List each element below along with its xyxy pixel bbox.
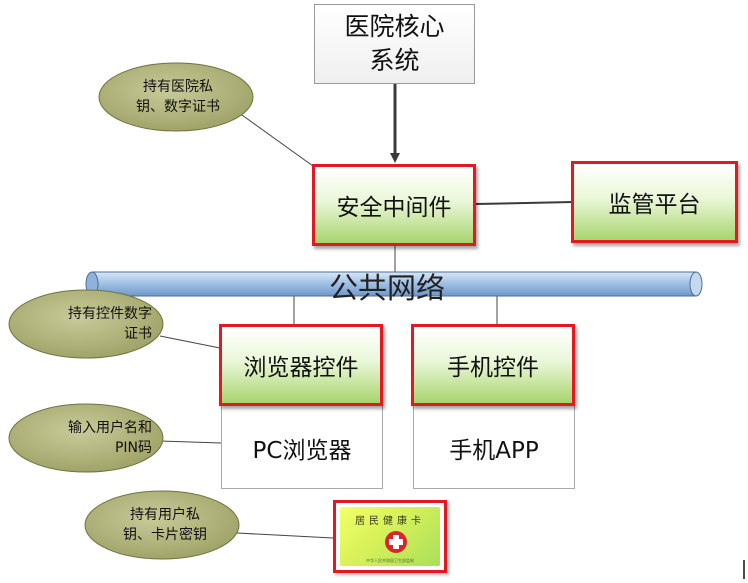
supervision-platform-box: 监管平台	[571, 161, 738, 243]
leader-plugin-cert	[159, 335, 221, 349]
note-bubble-plugin-cert	[8, 289, 164, 359]
health-card-face: 居民健康卡 中华人民共和国卫生部监制	[340, 507, 440, 566]
hospital-core-system-box: 医院核心 系统	[314, 4, 475, 84]
pc-browser-box: PC浏览器	[221, 405, 383, 489]
leader-card-keys	[236, 532, 334, 539]
note-card-keys: 持有用户私 钥、卡片密钥	[123, 507, 207, 543]
public-network-label: 公共网络	[329, 271, 446, 305]
health-card-footer: 中华人民共和国卫生部监制	[366, 558, 414, 563]
browser-plugin-box: 浏览器控件	[219, 324, 383, 406]
health-card-title: 居民健康卡	[355, 516, 425, 527]
leader-hospital-keys	[234, 109, 314, 167]
connector-middleware-supervision	[475, 201, 574, 205]
security-middleware-box: 安全中间件	[312, 164, 476, 246]
note-bubble-user-pin	[8, 403, 164, 473]
public-network-pipe	[85, 271, 703, 297]
mobile-plugin-box: 手机控件	[411, 324, 575, 406]
mobile-app-box: 手机APP	[413, 405, 575, 489]
red-cross-bar-vertical	[393, 535, 399, 549]
note-plugin-cert: 持有控件数字 证书	[68, 306, 152, 342]
red-cross-icon	[385, 531, 407, 553]
note-user-pin: 输入用户名和 PIN码	[68, 420, 152, 456]
resident-health-card: 居民健康卡 中华人民共和国卫生部监制	[333, 500, 447, 573]
note-hospital-keys: 持有医院私 钥、数字证书	[136, 79, 220, 115]
note-bubble-card-keys	[84, 490, 240, 560]
note-bubble-hospital-keys	[98, 62, 254, 132]
leader-user-pin	[159, 440, 222, 444]
